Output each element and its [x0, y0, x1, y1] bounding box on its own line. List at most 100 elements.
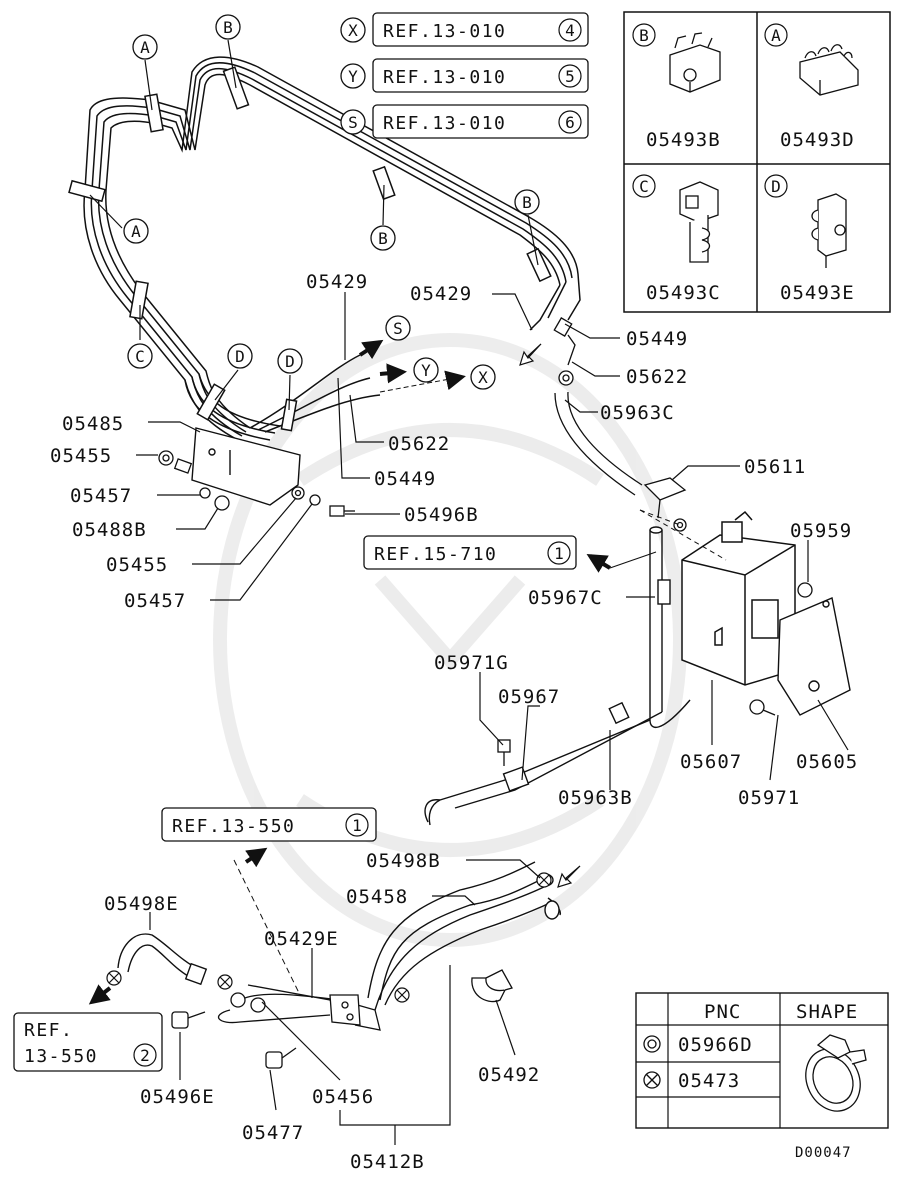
label-05605[interactable]: 05605 [796, 751, 858, 773]
dashed-to-canister-2 [639, 509, 681, 526]
svg-text:B: B [378, 229, 388, 248]
label-05455-b[interactable]: 05455 [106, 554, 168, 576]
direction-arrow-hollow [519, 343, 542, 366]
line-to-x: X [379, 364, 496, 393]
clip-cell-b: B 05493B [632, 23, 721, 151]
label-05457-a[interactable]: 05457 [70, 485, 132, 507]
crossed-circle-icon [643, 1071, 661, 1089]
clip-marker-d-right: D [277, 348, 303, 374]
svg-text:A: A [771, 26, 781, 45]
label-05488b[interactable]: 05488B [72, 519, 147, 541]
ref-y[interactable]: Y REF.13-010 5 [340, 58, 589, 93]
svg-text:S: S [348, 113, 358, 132]
clip-cell-c: C 05493C [632, 174, 721, 304]
label-05622-right[interactable]: 05622 [626, 366, 688, 388]
svg-text:B: B [522, 193, 532, 212]
svg-text:Y: Y [421, 361, 431, 380]
label-05412b[interactable]: 05412B [350, 1151, 425, 1173]
ref-13-550-2[interactable]: REF. 13-550 2 [13, 1012, 163, 1072]
ref-x[interactable]: X REF.13-010 4 [340, 12, 589, 47]
clip-marker-d-left: D [227, 343, 253, 369]
label-05963b[interactable]: 05963B [558, 787, 633, 809]
label-05498e[interactable]: 05498E [104, 893, 179, 915]
svg-text:C: C [639, 177, 649, 196]
label-05967[interactable]: 05967 [498, 686, 560, 708]
label-05485[interactable]: 05485 [62, 413, 124, 435]
label-05455-a[interactable]: 05455 [50, 445, 112, 467]
clip-d-icon [811, 193, 847, 268]
clip-marker-b-right: B [514, 189, 540, 215]
ref-15-710[interactable]: REF.15-710 1 [363, 535, 657, 573]
svg-text:X: X [478, 368, 488, 387]
label-05498b[interactable]: 05498B [366, 850, 441, 872]
label-05456[interactable]: 05456 [312, 1086, 374, 1108]
label-05971g[interactable]: 05971G [434, 652, 509, 674]
label-05449-mid[interactable]: 05449 [374, 468, 436, 490]
label-05971[interactable]: 05971 [738, 787, 800, 809]
svg-text:REF.: REF. [24, 1020, 73, 1041]
label-05967c[interactable]: 05967C [528, 587, 603, 609]
clip-marker-a-top: A [132, 34, 158, 60]
hose-05498e [117, 933, 208, 986]
brake-line-bundle [83, 56, 581, 441]
label-05611[interactable]: 05611 [744, 456, 806, 478]
bundle-clips [68, 66, 552, 432]
clip-cell-a: A 05493D [764, 23, 859, 151]
svg-text:REF.13-010: REF.13-010 [383, 21, 506, 42]
label-05429-right[interactable]: 05429 [410, 283, 472, 305]
svg-text:13-550: 13-550 [24, 1046, 98, 1067]
ref-s[interactable]: S REF.13-010 6 [340, 104, 589, 139]
double-circle-icon [643, 1035, 661, 1053]
svg-text:C: C [135, 347, 145, 366]
svg-text:05493C: 05493C [646, 282, 721, 304]
legend-col-pnc: PNC [704, 1001, 741, 1023]
label-05458[interactable]: 05458 [346, 886, 408, 908]
svg-text:2: 2 [140, 1046, 150, 1065]
label-05449-right[interactable]: 05449 [626, 328, 688, 350]
label-05959[interactable]: 05959 [790, 520, 852, 542]
svg-text:REF.15-710: REF.15-710 [374, 544, 497, 565]
pipe-05967 [424, 526, 691, 826]
label-05457-b[interactable]: 05457 [124, 590, 186, 612]
line-to-s: S [358, 315, 411, 360]
line-to-y: Y [379, 357, 439, 384]
lower-bolts [171, 1011, 297, 1069]
direction-arrow-hollow-lower [557, 865, 581, 888]
label-05622-mid[interactable]: 05622 [388, 433, 450, 455]
label-05496b[interactable]: 05496B [404, 504, 479, 526]
clip-marker-a-left: A [123, 218, 149, 244]
label-05429e[interactable]: 05429E [264, 928, 339, 950]
clip-marker-b-top: B [215, 14, 241, 40]
label-05963c[interactable]: 05963C [600, 402, 675, 424]
svg-text:B: B [639, 26, 649, 45]
label-05477[interactable]: 05477 [242, 1122, 304, 1144]
label-05496e[interactable]: 05496E [140, 1086, 215, 1108]
svg-text:4: 4 [565, 21, 575, 40]
fitting-right [553, 317, 576, 386]
svg-text:D: D [771, 177, 781, 196]
svg-text:1: 1 [554, 544, 564, 563]
label-05429-top[interactable]: 05429 [306, 271, 368, 293]
svg-text:X: X [348, 21, 358, 40]
svg-text:Y: Y [348, 67, 358, 86]
svg-text:D: D [285, 352, 295, 371]
svg-text:REF.13-550: REF.13-550 [172, 816, 295, 837]
svg-text:1: 1 [352, 816, 362, 835]
clip-cell-d: D 05493E [764, 174, 854, 304]
part-labels: 05429 05429 05449 05622 05963C 05485 054… [50, 271, 858, 1173]
clip-marker-c: C [127, 343, 153, 369]
clip-a-icon [799, 44, 859, 96]
label-05607[interactable]: 05607 [680, 751, 742, 773]
legend-col-shape: SHAPE [796, 1001, 858, 1023]
pipe-05429e [217, 984, 381, 1031]
svg-text:5: 5 [565, 67, 575, 86]
ref-13-550-1[interactable]: REF.13-550 1 [161, 807, 377, 996]
bracket-05485 [191, 427, 301, 506]
clamp-marks [106, 872, 552, 1003]
connector-05611 [643, 477, 687, 519]
svg-text:05493B: 05493B [646, 129, 721, 151]
svg-text:6: 6 [565, 113, 575, 132]
label-05492[interactable]: 05492 [478, 1064, 540, 1086]
svg-text:A: A [140, 38, 150, 57]
clamp-05492 [471, 969, 513, 1003]
